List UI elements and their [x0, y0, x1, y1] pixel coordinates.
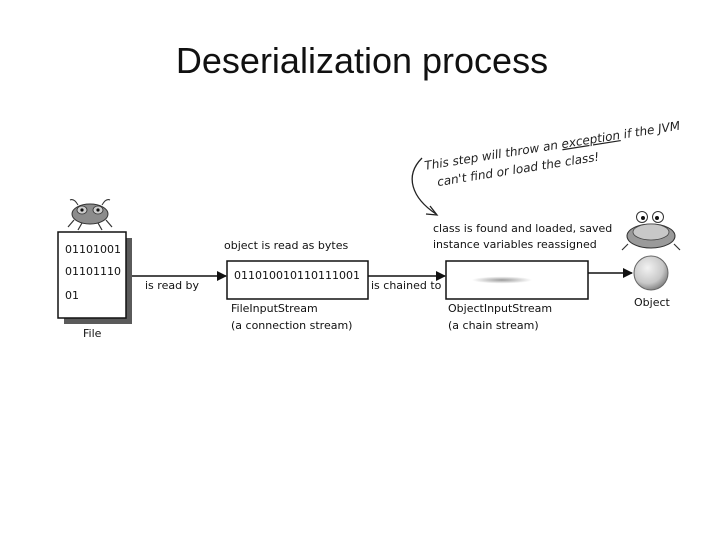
frog-icon	[621, 211, 681, 251]
object-caption: Object	[634, 296, 671, 309]
file-input-stream-box	[226, 260, 369, 300]
chained-to-label: is chained to	[371, 279, 442, 292]
file-caption: File	[83, 327, 102, 340]
annotation-pointer-arrow	[411, 157, 437, 215]
ois-smudge	[472, 276, 532, 284]
file-bits-line-2: 01101110	[65, 265, 121, 278]
annotation-pointer-head	[425, 205, 439, 216]
ois-kind: (a chain stream)	[448, 319, 539, 332]
exception-annotation: This step will throw an exception if the…	[423, 118, 681, 189]
page-title: Deserialization process	[175, 40, 549, 81]
fis-bytes: 011010010110111001	[234, 269, 360, 282]
fis-kind: (a connection stream)	[231, 319, 352, 332]
file-bits-line-1: 01101001	[65, 243, 121, 256]
fis-name: FileInputStream	[231, 302, 318, 315]
file-box	[57, 231, 127, 319]
object-ball-icon	[633, 255, 669, 291]
fis-header: object is read as bytes	[224, 239, 348, 252]
bug-icon	[67, 199, 113, 231]
file-bits-line-3: 01	[65, 289, 79, 302]
read-by-label: is read by	[145, 279, 200, 292]
ois-header-line-2: instance variables reassigned	[433, 238, 597, 251]
ois-header-line-1: class is found and loaded, saved	[433, 222, 612, 235]
ois-name: ObjectInputStream	[448, 302, 552, 315]
